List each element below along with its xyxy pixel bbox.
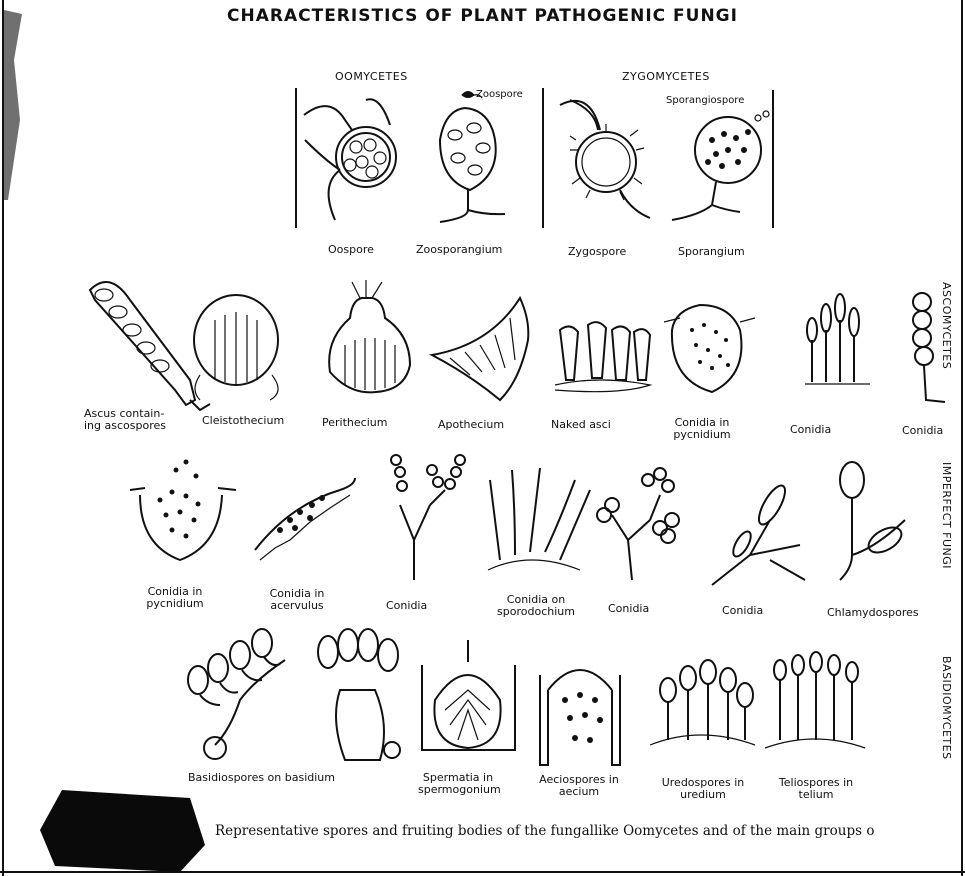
label-apothecium: Apothecium (438, 419, 504, 431)
pycnidium-illustration (130, 460, 236, 561)
label-conidia-1: Conidia (386, 600, 427, 612)
group-label-zygomycetes: ZYGOMYCETES (622, 70, 710, 83)
label-uredospores: Uredospores in uredium (650, 777, 756, 801)
side-label-imperfect-fungi: IMPERFECT FUNGI (940, 462, 953, 569)
side-label-ascomycetes: ASCOMYCETES (940, 282, 953, 402)
oospore-illustration (304, 99, 396, 220)
figure-caption: Representative spores and fruiting bodie… (215, 823, 960, 839)
label-naked-asci: Naked asci (551, 419, 611, 431)
label-aeciospores: Aeciospores in aecium (534, 774, 624, 798)
aecium-illustration (540, 670, 620, 765)
group-label-oomycetes: OOMYCETES (335, 70, 408, 83)
label-conidia-2: Conidia (608, 603, 649, 615)
basidiospores-illustration (188, 629, 285, 759)
side-label-basidiomycetes: BASIDIOMYCETES (940, 656, 953, 760)
label-conidia-asco-2: Conidia (902, 425, 943, 437)
annotation-zoospore: Zoospore (476, 89, 523, 101)
naked-asci-illustration (555, 322, 650, 392)
ink-blot (40, 790, 205, 872)
top-panel-frame (296, 88, 773, 228)
sporodochium-illustration (488, 468, 590, 570)
label-teliospores: Teliospores in telium (766, 777, 866, 801)
apothecium-illustration (432, 298, 528, 400)
label-conidia-sporodochium: Conidia on sporodochium (486, 594, 586, 618)
label-conidia-pycnidium: Conidia in pycnidium (130, 586, 220, 610)
telium-illustration (765, 652, 865, 748)
label-chlamydospores: Chlamydospores (827, 607, 919, 619)
perithecium-illustration (329, 280, 410, 392)
acervulus-illustration (255, 478, 355, 560)
label-conidia-asco-1: Conidia (790, 424, 831, 436)
zygospore-illustration (560, 100, 650, 218)
label-sporangium: Sporangium (678, 246, 745, 258)
conidia-branched-illustration (391, 455, 465, 580)
label-conidia-in-pycnidium-asco: Conidia in pycnidium (652, 417, 752, 441)
label-spermatia: Spermatia in spermogonium (418, 772, 498, 796)
label-perithecium: Perithecium (322, 417, 387, 429)
conidia-ascomycete-illustration (805, 294, 870, 384)
basidium-illustration (318, 629, 400, 760)
ascus-illustration (90, 282, 210, 410)
label-zoosporangium: Zoosporangium (416, 244, 502, 256)
conidia-clustered-illustration (597, 468, 679, 580)
spermogonium-illustration (422, 640, 515, 750)
label-zygospore: Zygospore (568, 246, 626, 258)
page-title: CHARACTERISTICS OF PLANT PATHOGENIC FUNG… (0, 6, 965, 26)
cleistothecium-illustration (194, 295, 278, 400)
scan-shadow (4, 10, 22, 200)
zoosporangium-illustration (440, 92, 505, 223)
sporangium-illustration (672, 111, 769, 220)
label-ascus: Ascus contain- ing ascospores (84, 408, 184, 432)
conidia-in-pycnidium-ascomycete-illustration (664, 305, 755, 392)
label-conidia-3: Conidia (722, 605, 763, 617)
chlamydospores-illustration (840, 462, 906, 580)
label-cleistothecium: Cleistothecium (202, 415, 284, 427)
uredium-illustration (650, 660, 755, 745)
label-conidia-acervulus: Conidia in acervulus (252, 588, 342, 612)
annotation-sporangiospore: Sporangiospore (666, 95, 744, 107)
conidia-septate-illustration (712, 482, 805, 585)
label-oospore: Oospore (328, 244, 374, 256)
label-basidiospores: Basidiospores on basidium (188, 772, 335, 784)
